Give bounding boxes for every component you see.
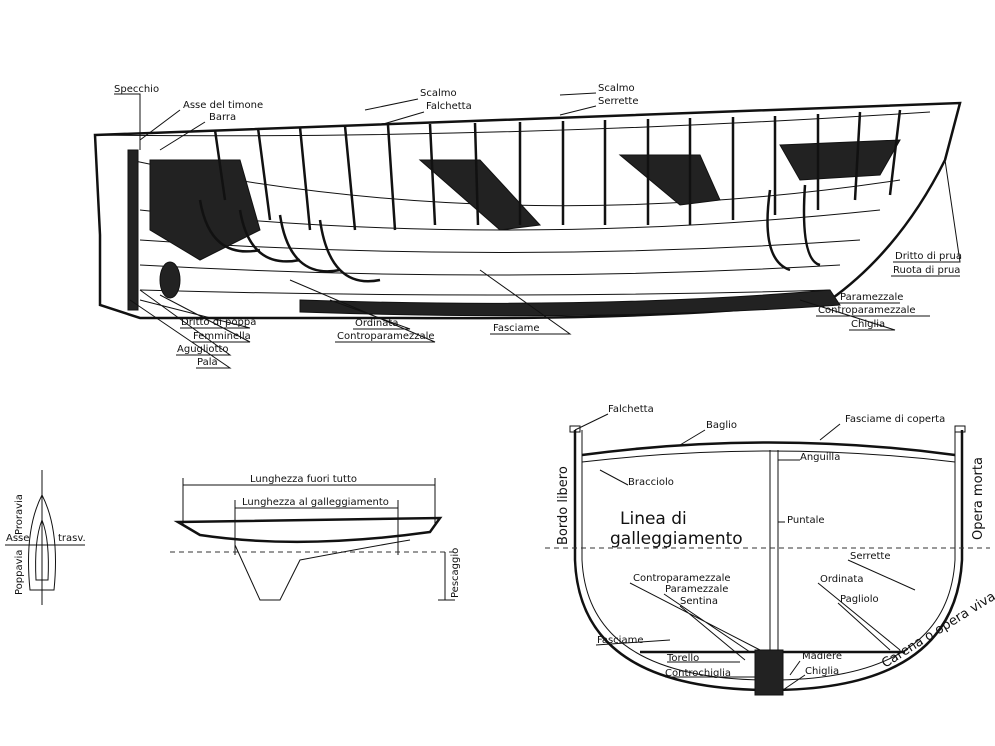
label-chiglia: Chiglia <box>851 319 885 330</box>
label-proravia: Proravia <box>14 494 25 535</box>
side-view-leaders <box>114 92 961 369</box>
label-scalmo: Scalmo <box>420 88 457 99</box>
label-opera-morta: Opera morta <box>971 457 986 540</box>
label-agugliotto: Agugliotto <box>177 344 229 355</box>
label-puntale: Puntale <box>787 515 825 526</box>
label-lunghezza-galleggiamento: Lunghezza al galleggiamento <box>242 497 389 508</box>
label-poppavia: Poppavia <box>14 550 25 595</box>
label-paramezzale: Paramezzale <box>840 292 903 303</box>
label-fasciame: Fasciame <box>493 323 539 334</box>
label-pescaggio: Pescaggio <box>450 548 461 598</box>
label-asse-timone: Asse del timone <box>183 100 263 111</box>
label-dritto-poppa: Dritto di poppa <box>181 317 256 328</box>
label-chiglia: Chiglia <box>805 666 839 677</box>
label-madiere: Madiere <box>802 651 842 662</box>
label-scalmo: Scalmo <box>598 83 635 94</box>
label-serrette: Serrette <box>598 96 638 107</box>
label-pagliolo: Pagliolo <box>840 594 879 605</box>
length-view: Lunghezza fuori tutto Lunghezza al galle… <box>170 474 461 601</box>
label-fasciame: Fasciame <box>597 635 643 646</box>
label-carena-opera-viva: Carena o opera viva <box>879 589 995 671</box>
label-controchiglia: Controchiglia <box>665 668 731 679</box>
label-femminella: Femminella <box>193 331 251 342</box>
side-view-labels: Specchio Asse del timone Barra Scalmo Fa… <box>114 83 962 368</box>
label-bordo-libero: Bordo libero <box>556 466 571 545</box>
label-specchio: Specchio <box>114 84 159 95</box>
label-anguilla: Anguilla <box>800 452 840 463</box>
side-view-frames <box>198 109 902 283</box>
label-asse: Asse <box>6 533 29 544</box>
label-sentina: Sentina <box>680 596 718 607</box>
section-view: Falchetta Baglio Fasciame di coperta Ang… <box>545 404 995 696</box>
label-serrette: Serrette <box>850 551 890 562</box>
label-ordinata: Ordinata <box>355 318 398 329</box>
label-lunghezza-fuori-tutto: Lunghezza fuori tutto <box>250 474 357 485</box>
side-view-hull <box>93 101 962 320</box>
label-linea-galleggiamento-1: Linea di <box>620 509 687 529</box>
label-falchetta: Falchetta <box>426 101 472 112</box>
label-baglio: Baglio <box>706 420 737 431</box>
label-ruota-prua: Ruota di prua <box>893 265 960 276</box>
label-fasciame-coperta: Fasciame di coperta <box>845 414 945 425</box>
label-trasv: trasv. <box>58 533 86 544</box>
label-linea-galleggiamento-2: galleggiamento <box>610 529 743 549</box>
label-dritto-prua: Dritto di prua <box>895 251 962 262</box>
label-barra: Barra <box>209 112 236 123</box>
label-torello: Torello <box>666 653 699 664</box>
label-controparamezzale: Controparamezzale <box>337 331 435 342</box>
label-paramezzale: Paramezzale <box>665 584 728 595</box>
label-pala: Pala <box>197 357 218 368</box>
plan-view: Asse trasv. Proravia Poppavia <box>5 470 86 605</box>
label-bracciolo: Bracciolo <box>628 477 674 488</box>
label-controparamezzale: Controparamezzale <box>633 573 731 584</box>
label-ordinata: Ordinata <box>820 574 863 585</box>
label-controparamezzale-prua: Controparamezzale <box>818 305 916 316</box>
label-falchetta: Falchetta <box>608 404 654 415</box>
